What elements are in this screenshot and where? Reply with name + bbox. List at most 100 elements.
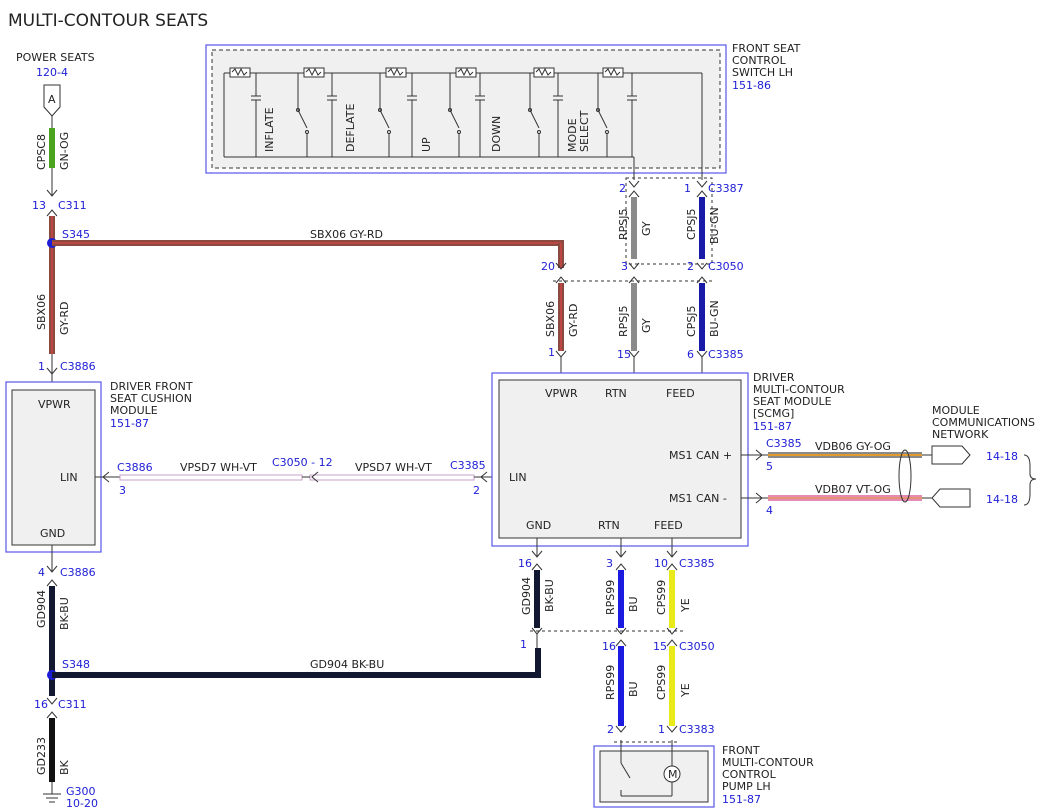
c3385-can-plus-pin: 5 bbox=[766, 460, 773, 473]
switch-label-up: UP bbox=[420, 137, 433, 152]
c3385-bot-pin10: 10 bbox=[654, 557, 668, 570]
cushion-module-ref[interactable]: 151-87 bbox=[110, 417, 149, 430]
network-name-3: NETWORK bbox=[932, 428, 989, 441]
c3050-bot-pin16: 16 bbox=[602, 640, 616, 653]
c3886-bot-pin: 4 bbox=[38, 566, 45, 579]
c3886-top-label[interactable]: C3886 bbox=[60, 360, 96, 373]
c3385-top-label[interactable]: C3385 bbox=[708, 348, 744, 361]
wire-rps99-bot-circuit: RPS99 bbox=[604, 665, 617, 700]
pump-name-1: FRONT bbox=[722, 744, 760, 757]
c3886-lin-pin: 3 bbox=[119, 484, 126, 497]
pump-body[interactable] bbox=[599, 750, 709, 803]
c3387-pin-feed: 1 bbox=[684, 182, 691, 195]
c3383-pin2: 2 bbox=[607, 723, 614, 736]
cushion-pin-vpwr: VPWR bbox=[38, 398, 71, 411]
wire-cpsj5-bot bbox=[699, 283, 705, 351]
pump-internal bbox=[620, 740, 673, 797]
seat-module-name-3: SEAT MODULE bbox=[753, 395, 832, 408]
wire-sbx06-right-circuit: SBX06 bbox=[544, 301, 557, 337]
c3886-bot-label[interactable]: C3886 bbox=[60, 566, 96, 579]
c3050-top-label[interactable]: C3050 bbox=[708, 260, 744, 273]
cushion-module-body[interactable] bbox=[11, 389, 96, 546]
network-connector-plus bbox=[931, 445, 971, 465]
wire-cpsj5-top-circuit: CPSJ5 bbox=[685, 208, 698, 240]
wire-gd904-left bbox=[49, 586, 55, 696]
switch-internal-circuit bbox=[223, 67, 703, 180]
c3387-pin-rtn: 2 bbox=[619, 182, 626, 195]
pump-ref[interactable]: 151-87 bbox=[722, 793, 761, 806]
c3886-top-pin: 1 bbox=[38, 360, 45, 373]
connector-a-letter: A bbox=[48, 93, 56, 106]
front-switch-name-2: CONTROL bbox=[732, 54, 787, 67]
switch-label-select: SELECT bbox=[578, 110, 591, 152]
seat-module-name-1: DRIVER bbox=[753, 371, 795, 384]
wire-cpsj5-bot-circuit: CPSJ5 bbox=[685, 305, 698, 337]
wire-vpsd7-right bbox=[309, 474, 475, 481]
c311-top-label[interactable]: C311 bbox=[58, 199, 87, 212]
wire-cps99-bot bbox=[669, 646, 675, 726]
network-name-1: MODULE bbox=[932, 404, 980, 417]
cushion-pin-gnd: GND bbox=[40, 527, 65, 540]
wire-vdb06-label: VDB06 GY-OG bbox=[815, 440, 891, 453]
seat-module-body[interactable] bbox=[498, 379, 742, 539]
wire-gd904-right bbox=[534, 570, 540, 628]
seat-module-pin-gnd: GND bbox=[526, 519, 551, 532]
network-brace bbox=[1023, 454, 1037, 506]
seat-module-ref[interactable]: 151-87 bbox=[753, 420, 792, 433]
c3385-lin-label[interactable]: C3385 bbox=[450, 459, 486, 472]
c3050-lin-label[interactable]: C3050 - 12 bbox=[272, 456, 333, 469]
c3387-connector bbox=[625, 177, 713, 265]
c3385-lin-pin: 2 bbox=[473, 484, 480, 497]
s345-label[interactable]: S345 bbox=[62, 228, 90, 241]
front-switch-name-3: SWITCH LH bbox=[732, 66, 793, 79]
power-seats-ref[interactable]: 120-4 bbox=[36, 66, 68, 79]
ground-g300-label[interactable]: G300 bbox=[66, 785, 96, 798]
seat-module-pin-feed-bot: FEED bbox=[654, 519, 683, 532]
c3383-label[interactable]: C3383 bbox=[679, 723, 715, 736]
ground-symbol bbox=[43, 793, 61, 803]
wire-rps99-top-circuit: RPS99 bbox=[604, 580, 617, 615]
cushion-pin-lin: LIN bbox=[60, 471, 78, 484]
c3385-top-pin15: 15 bbox=[617, 348, 631, 361]
c3385-can-label[interactable]: C3385 bbox=[766, 437, 802, 450]
network-connector-minus bbox=[931, 488, 971, 508]
switch-label-inflate: INFLATE bbox=[263, 107, 276, 152]
wire-sbx06-left-circuit: SBX06 bbox=[35, 294, 48, 330]
pump-name-3: CONTROL bbox=[722, 768, 777, 781]
front-switch-ref[interactable]: 151-86 bbox=[732, 79, 771, 92]
c3050-bot-pin1: 1 bbox=[520, 638, 527, 651]
wire-rpsj5-top-circuit: RPSJ5 bbox=[617, 208, 630, 240]
wire-cps99-top-color: YE bbox=[679, 598, 692, 613]
connector-a-symbol bbox=[43, 84, 61, 117]
c3886-lin-label[interactable]: C3886 bbox=[117, 461, 153, 474]
cushion-module-name-2: SEAT CUSHION bbox=[110, 392, 192, 405]
c311-bot-label[interactable]: C311 bbox=[58, 698, 87, 711]
c3385-bot-label[interactable]: C3385 bbox=[679, 557, 715, 570]
seat-module-pin-can-plus: MS1 CAN + bbox=[669, 449, 732, 462]
switch-label-deflate: DEFLATE bbox=[344, 103, 357, 152]
ground-ref[interactable]: 10-20 bbox=[66, 797, 98, 810]
wire-gd904-left-color: BK-BU bbox=[58, 597, 71, 630]
wire-rpsj5-bot bbox=[631, 283, 637, 351]
c3050-top-pin3: 3 bbox=[621, 260, 628, 273]
pump-motor-icon bbox=[663, 765, 681, 783]
wire-cpsj5-top bbox=[699, 197, 705, 259]
network-ref-plus[interactable]: 14-18 bbox=[986, 450, 1018, 463]
wire-sbx06-horiz-label: SBX06 GY-RD bbox=[310, 228, 383, 241]
wire-cpsj5-top-color: BU-GN bbox=[708, 207, 721, 244]
wire-gd904-horiz-label: GD904 BK-BU bbox=[310, 658, 384, 671]
seat-module-pin-feed-top: FEED bbox=[666, 387, 695, 400]
c3385-bot-pin3: 3 bbox=[606, 557, 613, 570]
c3385-bot-pin16: 16 bbox=[518, 557, 532, 570]
wire-rpsj5-top-color: GY bbox=[640, 221, 653, 236]
s348-label[interactable]: S348 bbox=[62, 658, 90, 671]
diagram-title: MULTI-CONTOUR SEATS bbox=[8, 11, 208, 31]
wire-cpsc8 bbox=[49, 128, 55, 168]
c3050-bot-label[interactable]: C3050 bbox=[679, 640, 715, 653]
cushion-module-name-1: DRIVER FRONT bbox=[110, 380, 193, 393]
wire-cps99-top bbox=[669, 570, 675, 628]
c3387-label[interactable]: C3387 bbox=[708, 182, 744, 195]
seat-module-pin-rtn-top: RTN bbox=[605, 387, 627, 400]
network-ref-minus[interactable]: 14-18 bbox=[986, 493, 1018, 506]
